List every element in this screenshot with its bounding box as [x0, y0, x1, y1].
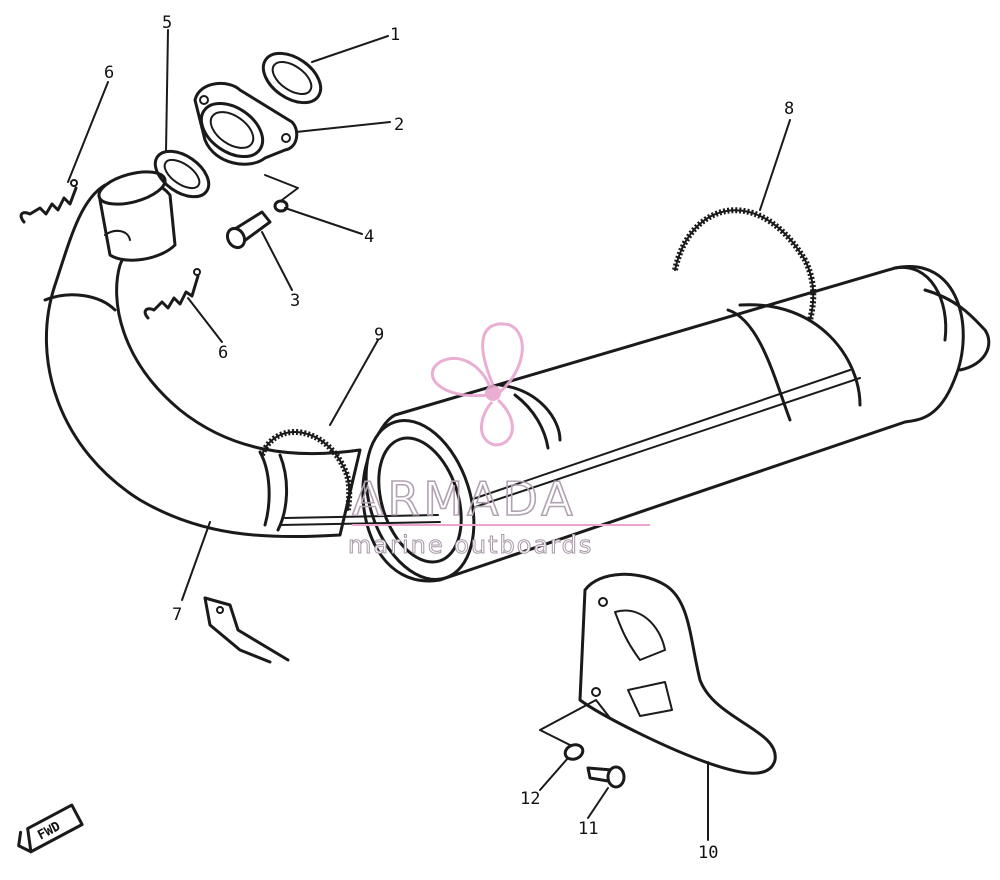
callout-9: 9 [374, 325, 384, 345]
callout-6-upper: 6 [104, 63, 114, 83]
heat-wrap-spring-8 [672, 207, 817, 321]
gasket-top [261, 51, 323, 105]
callout-7: 7 [172, 605, 182, 625]
watermark-brand: ARMADA [352, 472, 577, 526]
callout-3: 3 [290, 291, 300, 311]
callout-5: 5 [162, 13, 172, 33]
callout-8: 8 [784, 99, 794, 119]
heat-wrap-spring-9 [259, 429, 353, 511]
callout-12: 12 [520, 789, 540, 809]
gasket-lower [153, 149, 211, 199]
callout-10: 10 [698, 843, 718, 863]
bracket-bolt-and-washer [563, 743, 626, 789]
bolt-and-washer [225, 174, 299, 250]
exhaust-pipe [43, 170, 441, 664]
callout-6-lower: 6 [218, 343, 228, 363]
spring-lower [143, 268, 201, 320]
callout-2: 2 [394, 115, 404, 135]
leader-lines [67, 29, 791, 841]
spring-upper [19, 179, 78, 224]
callout-1: 1 [390, 25, 400, 45]
callout-4: 4 [364, 227, 374, 247]
armada-logo [430, 322, 524, 447]
callout-11: 11 [578, 819, 598, 839]
watermark-tagline: marine outboards [348, 531, 593, 559]
muffler-bracket [539, 572, 777, 775]
exhaust-flange [193, 81, 299, 166]
callout-labels: 1 2 3 4 5 6 6 7 8 9 10 11 12 [104, 13, 794, 863]
forward-direction-marker: FWD [17, 803, 84, 854]
muffler [361, 265, 991, 583]
